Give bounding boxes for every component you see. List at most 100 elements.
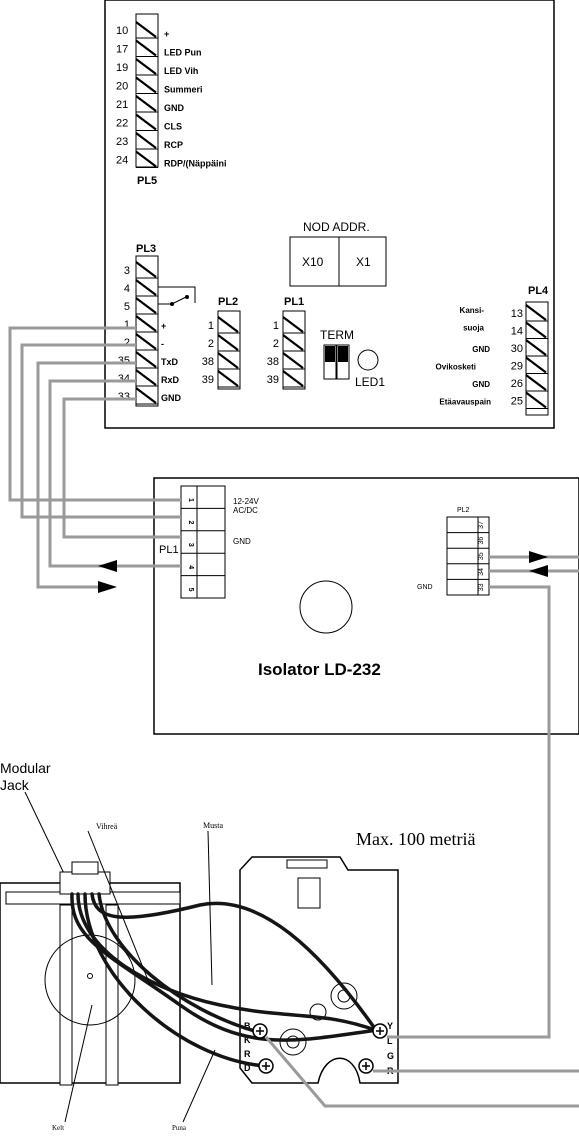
wire-label-musta: Musta: [203, 821, 223, 830]
pl5-pin-num: 20: [116, 81, 128, 93]
pin-terminal: [217, 352, 239, 369]
socket-left-letter: B: [244, 1021, 251, 1031]
arrow-out-34: [529, 565, 548, 577]
arrow-txd: [98, 581, 117, 593]
modular-jack: Modular Jack: [0, 760, 181, 1086]
pin-terminal: [282, 352, 304, 369]
isolator-pl1-pin: 4: [187, 565, 194, 569]
socket-left-letter: R: [244, 1049, 251, 1059]
wire-label-puna: Puna: [172, 1124, 187, 1132]
grey-wires: [8, 326, 579, 895]
pin-terminal: [135, 387, 157, 404]
pin-terminal: [282, 370, 304, 387]
pl5-pin-label: RCP: [164, 140, 183, 150]
wire-label-kelt: Kelt: [52, 1124, 64, 1132]
nod-addr-title: NOD ADDR.: [303, 220, 370, 234]
pl5-pin-label: LED Pun: [164, 48, 202, 58]
wire-labels: Vihreä Musta Kelt Puna: [52, 821, 223, 1132]
led1-label: LED1: [355, 375, 385, 389]
pin-terminal: [135, 261, 157, 278]
pl1-pin-num: 38: [267, 356, 279, 368]
nod-addr-x10: X10: [302, 255, 324, 269]
pl1-pin-num: 1: [273, 320, 279, 332]
isolator-pl1-pin: 3: [187, 543, 194, 547]
isolator-power-line2: AC/DC: [233, 506, 258, 515]
pin-terminal: [135, 333, 157, 350]
pl5-pin-num: 21: [116, 99, 128, 111]
pl1-title: PL1: [284, 296, 304, 308]
pl3-pin-label: RxD: [161, 375, 180, 385]
pin-terminal: [217, 334, 239, 351]
node-address-switch: NOD ADDR. X10 X1: [289, 220, 387, 287]
pl3-pin-num: 1: [124, 319, 130, 331]
nod-addr-x1: X1: [356, 255, 371, 269]
pin-terminal: [525, 339, 547, 356]
pl4-pin-num: 25: [511, 396, 523, 408]
isolator-power-line1: 12-24V: [233, 497, 259, 506]
pin-terminal: [135, 279, 157, 296]
pin-terminal: [525, 304, 547, 321]
isolator-pl1-label: PL1: [159, 544, 179, 556]
pl5-pin-num: 24: [116, 155, 128, 167]
grey-socket-wires: [264, 895, 579, 1108]
isolator-pl2-label: PL2: [457, 507, 470, 514]
modular-jack-label-1: Modular: [0, 760, 51, 776]
pl3-pin-num: 34: [118, 373, 130, 385]
pin-terminal: [135, 315, 157, 332]
pl3-pin-num: 2: [124, 337, 130, 349]
black-cables: [70, 892, 380, 1068]
pl3-pin-num: 33: [118, 391, 130, 403]
socket-right-letter: Y: [387, 1021, 393, 1031]
pl3-pin-label: TxD: [161, 357, 179, 367]
modular-jack-label-2: Jack: [0, 777, 30, 793]
pl4-pin-num: 14: [511, 326, 523, 338]
isolator-pl2-pin: 37: [478, 521, 485, 529]
pl3-pin-num: 4: [124, 283, 130, 295]
isolator-pl2-pin: 33: [478, 583, 485, 591]
pin-terminal: [525, 321, 547, 339]
pl5-pin-label: LED Vih: [164, 66, 198, 76]
pl5-pin-label: Summeri: [164, 85, 203, 95]
pl3-pin-num: 35: [118, 355, 130, 367]
pin-terminal: [217, 370, 239, 387]
pl5-pin-num: 10: [116, 25, 128, 37]
pin-terminal: [282, 334, 304, 351]
socket-right-letter: G: [387, 1051, 394, 1061]
arrow-rxd: [98, 560, 117, 572]
max-length-label: Max. 100 metriä: [356, 829, 475, 849]
pl3-pin-label: -: [161, 339, 164, 349]
arrow-in-35: [529, 551, 548, 563]
pin-terminal: [525, 374, 547, 391]
pl4-pin-label: Kansi-: [460, 306, 485, 315]
isolator-pl2-gnd: GND: [417, 584, 433, 591]
pl4-pin-label: Ovikosketi: [436, 363, 476, 372]
pl5-pin-label: +: [164, 29, 169, 39]
pin-terminal: [135, 39, 157, 57]
pl5-pin-num: 23: [116, 136, 128, 148]
pl5-pin-num: 22: [116, 118, 128, 130]
pl3-pin-num: 3: [124, 265, 130, 277]
pl5-pin-label: CLS: [164, 122, 182, 132]
isolator-pl1-pin: 2: [187, 520, 194, 524]
pl1-pin-num: 2: [273, 338, 279, 350]
pl3-pin-label: +: [161, 321, 166, 331]
isolator-pl2-pin: 35: [478, 552, 485, 560]
pin-terminal: [282, 316, 304, 333]
pin-terminal: [135, 21, 157, 38]
pl4-pin-num: 29: [511, 361, 523, 373]
term-label: TERM: [320, 328, 354, 342]
pl3-pin-label: GND: [161, 393, 182, 403]
pl5-pin-num: 19: [116, 62, 128, 74]
pin-terminal: [135, 58, 157, 75]
pin-terminal: [135, 369, 157, 386]
pin-terminal: [135, 297, 157, 314]
